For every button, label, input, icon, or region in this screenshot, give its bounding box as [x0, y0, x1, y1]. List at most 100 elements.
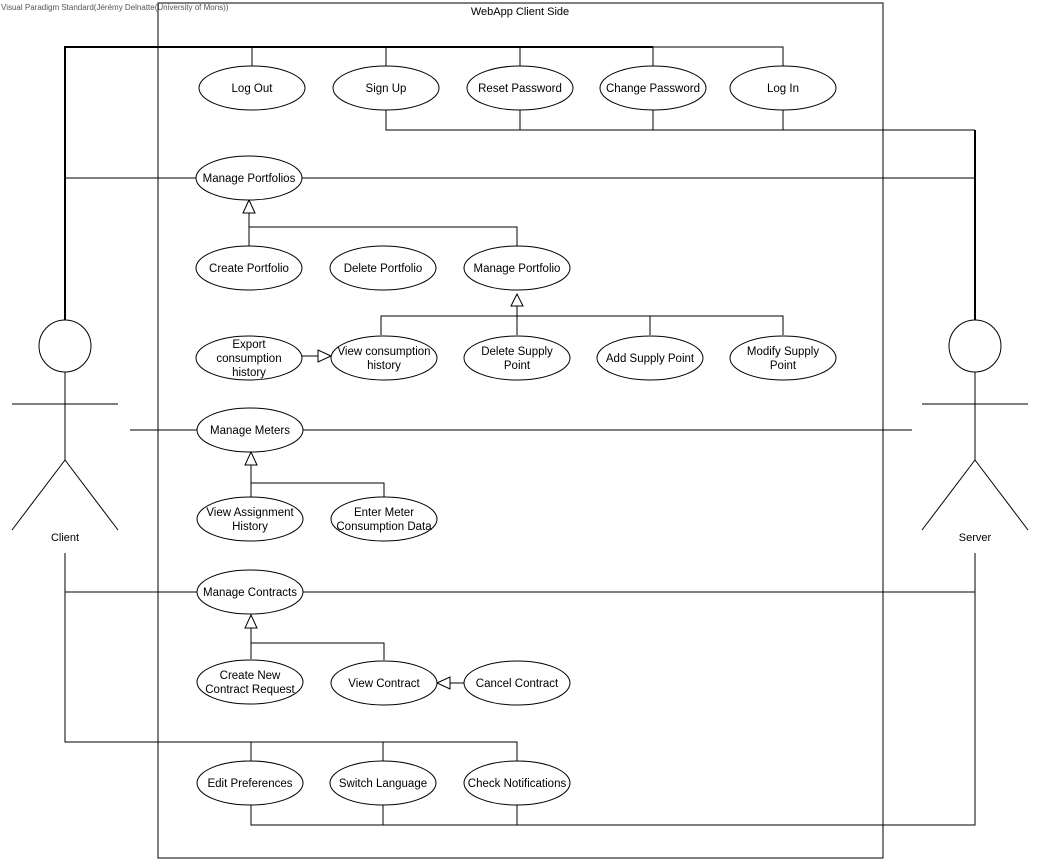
- use-case-delete-portfolio[interactable]: Delete Portfolio: [329, 245, 437, 291]
- use-case-label: View Assignment: [206, 507, 294, 519]
- use-case-reset-password[interactable]: Reset Password: [466, 65, 574, 111]
- use-case-label: Manage Portfolio: [474, 263, 561, 275]
- use-case-ellipse[interactable]: [196, 496, 304, 542]
- use-case-ellipse[interactable]: [463, 245, 571, 291]
- use-case-ellipse[interactable]: [195, 155, 303, 201]
- use-case-ellipse[interactable]: [198, 65, 306, 111]
- use-case-ellipse[interactable]: [596, 335, 704, 381]
- use-case-label: Change Password: [606, 83, 700, 95]
- use-case-ellipse[interactable]: [195, 335, 303, 381]
- use-case-ellipse[interactable]: [463, 660, 571, 706]
- use-case-manage-meters[interactable]: Manage Meters: [196, 407, 304, 453]
- use-case-label: Modify Supply: [747, 346, 819, 358]
- use-case-label: Sign Up: [366, 83, 407, 95]
- actor-client[interactable]: Client: [11, 319, 119, 544]
- use-case-label: consumption: [216, 353, 281, 365]
- use-case-switch-language[interactable]: Switch Language: [329, 760, 437, 806]
- use-case-ellipse[interactable]: [463, 335, 571, 381]
- use-case-label: Cancel Contract: [476, 678, 559, 690]
- use-case-ellipse[interactable]: [599, 65, 707, 111]
- use-case-label: Edit Preferences: [207, 778, 292, 790]
- use-case-check-notifications[interactable]: Check Notifications: [463, 760, 571, 806]
- watermark-text: Visual Paradigm Standard(Jérémy Delnatte…: [1, 3, 229, 12]
- use-case-ellipse[interactable]: [330, 496, 438, 542]
- actor-client-name: Client: [51, 532, 79, 544]
- use-case-create-portfolio[interactable]: Create Portfolio: [195, 245, 303, 291]
- use-case-ellipse[interactable]: [330, 335, 438, 381]
- use-case-label: Manage Portfolios: [203, 173, 296, 185]
- gen-arrow-manage-portfolios: [242, 198, 256, 214]
- use-case-ellipse[interactable]: [729, 335, 837, 381]
- gen-enter-meter-data: [251, 482, 385, 497]
- use-case-label: Delete Portfolio: [344, 263, 423, 275]
- actor-server-left-leg: [921, 459, 976, 531]
- use-case-label: Manage Meters: [210, 425, 290, 437]
- use-case-add-supply-point[interactable]: Add Supply Point: [596, 335, 704, 381]
- use-case-ellipse[interactable]: [729, 65, 837, 111]
- use-case-label: Create Portfolio: [209, 263, 289, 275]
- use-case-manage-portfolio[interactable]: Manage Portfolio: [463, 245, 571, 291]
- use-case-ellipse[interactable]: [329, 760, 437, 806]
- gen-manage-portfolio-bus: [380, 315, 784, 335]
- use-case-label: Point: [504, 360, 531, 372]
- gen-arrow-view-consumption: [317, 349, 333, 363]
- use-case-label: Create New: [220, 670, 281, 682]
- boundary-title: WebApp Client Side: [471, 6, 569, 18]
- gen-manage-portfolio-branch: [249, 226, 518, 246]
- use-case-label: Log In: [767, 83, 799, 95]
- actor-client-head: [38, 319, 92, 373]
- actor-server-name: Server: [959, 532, 992, 544]
- use-case-view-contract[interactable]: View Contract: [330, 660, 438, 706]
- use-case-cancel-contract[interactable]: Cancel Contract: [463, 660, 571, 706]
- use-case-sign-up[interactable]: Sign Up: [332, 65, 440, 111]
- client-account-bus: [64, 46, 653, 320]
- use-case-label: Export: [232, 339, 266, 351]
- use-case-edit-preferences[interactable]: Edit Preferences: [196, 760, 304, 806]
- use-case-ellipse[interactable]: [466, 65, 574, 111]
- use-case-label: Contract Request: [205, 684, 295, 696]
- use-case-view-consumption-history[interactable]: View consumption history: [330, 335, 438, 381]
- client-preferences-bus: [64, 592, 518, 762]
- use-case-ellipse[interactable]: [196, 569, 304, 615]
- use-case-log-out[interactable]: Log Out: [198, 65, 306, 111]
- use-case-label: Check Notifications: [468, 778, 567, 790]
- use-case-manage-portfolios[interactable]: Manage Portfolios: [195, 155, 303, 201]
- use-case-ellipse[interactable]: [196, 407, 304, 453]
- use-case-label: Log Out: [232, 83, 274, 95]
- manage-contracts-server: [302, 553, 976, 593]
- use-case-ellipse[interactable]: [330, 660, 438, 706]
- use-case-ellipse[interactable]: [332, 65, 440, 111]
- use-case-ellipse[interactable]: [463, 760, 571, 806]
- generalization-arrowheads: [242, 198, 524, 690]
- use-case-label: Add Supply Point: [606, 353, 695, 365]
- use-cases: Log Out Sign Up Reset Password Change Pa…: [195, 65, 837, 806]
- use-case-manage-contracts[interactable]: Manage Contracts: [196, 569, 304, 615]
- use-case-label: Switch Language: [339, 778, 427, 790]
- use-case-change-password[interactable]: Change Password: [599, 65, 707, 111]
- use-case-label: history: [232, 367, 266, 379]
- use-case-ellipse[interactable]: [196, 760, 304, 806]
- use-case-log-in[interactable]: Log In: [729, 65, 837, 111]
- use-case-label: Manage Contracts: [203, 587, 297, 599]
- client-manage-contracts: [64, 553, 197, 593]
- use-case-ellipse[interactable]: [195, 245, 303, 291]
- use-case-label: history: [367, 360, 401, 372]
- client-account-bus-end: [653, 46, 784, 67]
- actor-client-right-leg: [64, 459, 119, 531]
- server-preferences-bus: [250, 592, 976, 826]
- use-case-ellipse[interactable]: [329, 245, 437, 291]
- use-case-label: View Contract: [348, 678, 420, 690]
- use-case-ellipse[interactable]: [196, 659, 304, 705]
- use-case-label: Enter Meter: [354, 507, 414, 519]
- use-case-label: View consumption: [337, 346, 430, 358]
- use-case-export-consumption-history[interactable]: Export consumption history: [195, 335, 303, 381]
- actor-server-head: [948, 319, 1002, 373]
- actor-server[interactable]: Server: [921, 319, 1029, 544]
- association-lines: [64, 46, 976, 826]
